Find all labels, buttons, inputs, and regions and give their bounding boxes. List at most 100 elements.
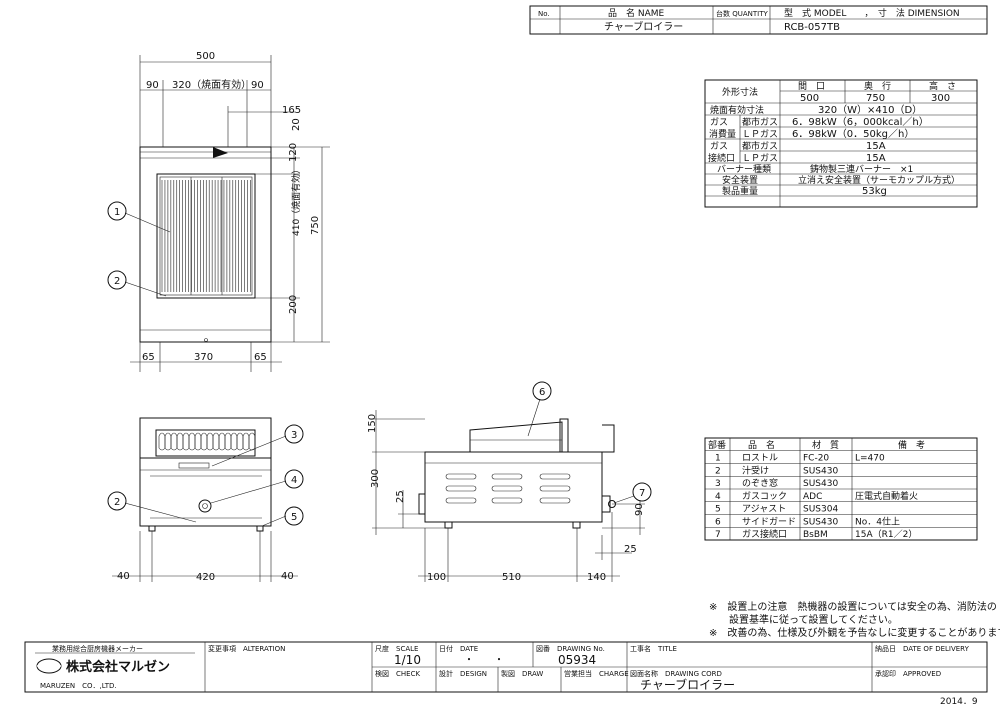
parts-cell-4-2: SUS304 (803, 505, 838, 515)
dim-bottom-370: 370 (194, 352, 213, 363)
date-value: ・ ・ (464, 655, 504, 666)
front-view: 40 420 40 3 4 2 5 (107, 417, 304, 583)
scale-value: 1/10 (394, 653, 421, 667)
spec-label-4: 接続口 (708, 152, 735, 164)
spec-label-1: ガス (710, 117, 728, 128)
dim-side-100: 100 (427, 572, 446, 583)
dim-side-90: 90 (634, 503, 645, 516)
parts-cell-0-2: FC-20 (803, 454, 829, 464)
dim-left-90: 90 (146, 80, 159, 91)
callout-2-top: 2 (114, 276, 120, 287)
dim-20: 20 (291, 118, 302, 131)
parts-cell-3-3: 圧電式自動着火 (855, 490, 918, 502)
top-view: 500 90 320（焼面有効） 90 165 750 20 120 410（焼… (107, 51, 330, 372)
grate-top (161, 177, 251, 295)
spec-table: 外形寸法 間 口 奥 行 高 さ 500 750 300 焼面有効寸法 320（… (704, 79, 978, 208)
spec-label-0: 焼面有効寸法 (710, 104, 764, 116)
parts-cell-6-3: 15A（R1／2） (855, 529, 917, 540)
callout-2-front: 2 (114, 497, 120, 508)
cord-label: 図面名称 DRAWING CORD (630, 669, 722, 678)
dim-750: 750 (310, 216, 321, 235)
spec-sub-4: ＬＰガス (742, 153, 778, 164)
delivery-label: 納品日 DATE OF DELIVERY (875, 644, 970, 653)
spec-value-4: 15A (866, 153, 886, 164)
spec-sub-1: 都市ガス (742, 116, 778, 128)
parts-cell-1-1: 汁受け (742, 464, 769, 476)
draw-label: 製図 DRAW (501, 669, 543, 678)
callout-3: 3 (291, 430, 297, 441)
callout-7: 7 (639, 488, 645, 499)
side-vents (445, 473, 571, 504)
model-value: RCB-057TB (784, 22, 840, 33)
note-line-1: ※ 設置上の注意 熱機器の設置については安全の為、消防法の (709, 600, 997, 613)
dim-120: 120 (288, 143, 299, 162)
dim-right-90: 90 (251, 80, 264, 91)
year-label: 2014．9 (940, 697, 978, 707)
col-header-height: 高 さ (929, 80, 956, 92)
outer-depth-value: 750 (866, 93, 885, 104)
title-block: No. 品 名 NAME 台数 QUANTITY 型 式 MODEL ， 寸 法… (529, 5, 988, 35)
outer-width-value: 500 (800, 93, 819, 104)
parts-cell-5-2: SUS430 (803, 517, 838, 527)
parts-cell-4-1: アジャスト (742, 505, 786, 515)
parts-header-0: 部番 (708, 439, 726, 451)
spec-label-3: ガス (710, 141, 728, 152)
dim-165: 165 (282, 105, 301, 116)
parts-header-2: 材 質 (812, 439, 839, 451)
parts-cell-2-1: のぞき窓 (742, 477, 778, 489)
title-label: 工事名 TITLE (630, 644, 677, 653)
spec-value-5: 鋳物製三連バーナー ×1 (810, 163, 913, 175)
outer-height-value: 300 (931, 93, 950, 104)
charge-label: 営業担当 CHARGE (564, 669, 629, 678)
parts-header-3: 備 考 (898, 439, 925, 451)
spec-value-1: 6．98kW（6，000kcal／h） (792, 116, 929, 128)
outer-dims-label: 外形寸法 (722, 86, 758, 98)
qty-header: 台数 QUANTITY (716, 9, 768, 18)
cord-value: チャーブロイラー (640, 677, 735, 692)
spec-label-7: 製品重量 (722, 185, 758, 197)
dim-overall-width: 500 (196, 51, 215, 62)
dim-front-40-right: 40 (281, 571, 294, 582)
product-name: チャーブロイラー (604, 20, 683, 33)
no-header: No. (538, 10, 550, 18)
dim-side-25: 25 (395, 490, 406, 503)
dim-bottom-65-left: 65 (142, 352, 155, 363)
parts-cell-6-0: 7 (715, 530, 721, 540)
maker-caption: 業務用総合厨房機器メーカー (52, 644, 143, 653)
arrow-marker (213, 147, 228, 158)
parts-cell-6-1: ガス接続口 (742, 528, 787, 540)
approved-label: 承認印 APPROVED (875, 669, 941, 678)
parts-cell-2-0: 3 (715, 479, 721, 489)
spec-value-7: 53kg (862, 186, 887, 197)
callout-4: 4 (291, 475, 297, 486)
callout-6: 6 (539, 387, 545, 398)
parts-cell-4-0: 5 (715, 505, 721, 515)
dim-front-420: 420 (196, 572, 215, 583)
design-label: 設計 DESIGN (439, 669, 487, 678)
dim-side-140: 140 (587, 572, 606, 583)
note-line-2: 設置基準に従って設置してください。 (709, 613, 898, 626)
dim-side-150: 150 (367, 414, 378, 433)
parts-cell-6-2: BsBM (803, 530, 828, 540)
date-label: 日付 DATE (439, 644, 478, 653)
drawing-no-label: 図番 DRAWING No. (536, 645, 605, 653)
col-header-depth: 奥 行 (864, 80, 891, 92)
notes: ※ 設置上の注意 熱機器の設置については安全の為、消防法の 設置基準に従って設置… (709, 600, 1000, 639)
parts-cell-5-1: サイドガード (742, 516, 796, 527)
dim-mid-320: 320（焼面有効） (172, 78, 251, 91)
parts-cell-3-1: ガスコック (742, 491, 787, 502)
scale-label: 尺度 SCALE (375, 644, 418, 653)
callout-5: 5 (291, 512, 297, 523)
check-label: 検図 CHECK (375, 669, 420, 678)
spec-value-0: 320（W）×410（D） (818, 104, 922, 116)
dim-bottom-65-right: 65 (254, 352, 267, 363)
spec-sub-2: ＬＰガス (742, 129, 778, 140)
parts-cell-0-3: L=470 (855, 454, 885, 464)
dim-front-40-left: 40 (117, 571, 130, 582)
col-header-width: 間 口 (798, 81, 825, 92)
dim-410: 410（焼面有効） (290, 165, 302, 236)
parts-cell-3-2: ADC (803, 492, 822, 502)
parts-cell-1-0: 2 (715, 466, 721, 476)
dim-side-300: 300 (370, 469, 381, 488)
